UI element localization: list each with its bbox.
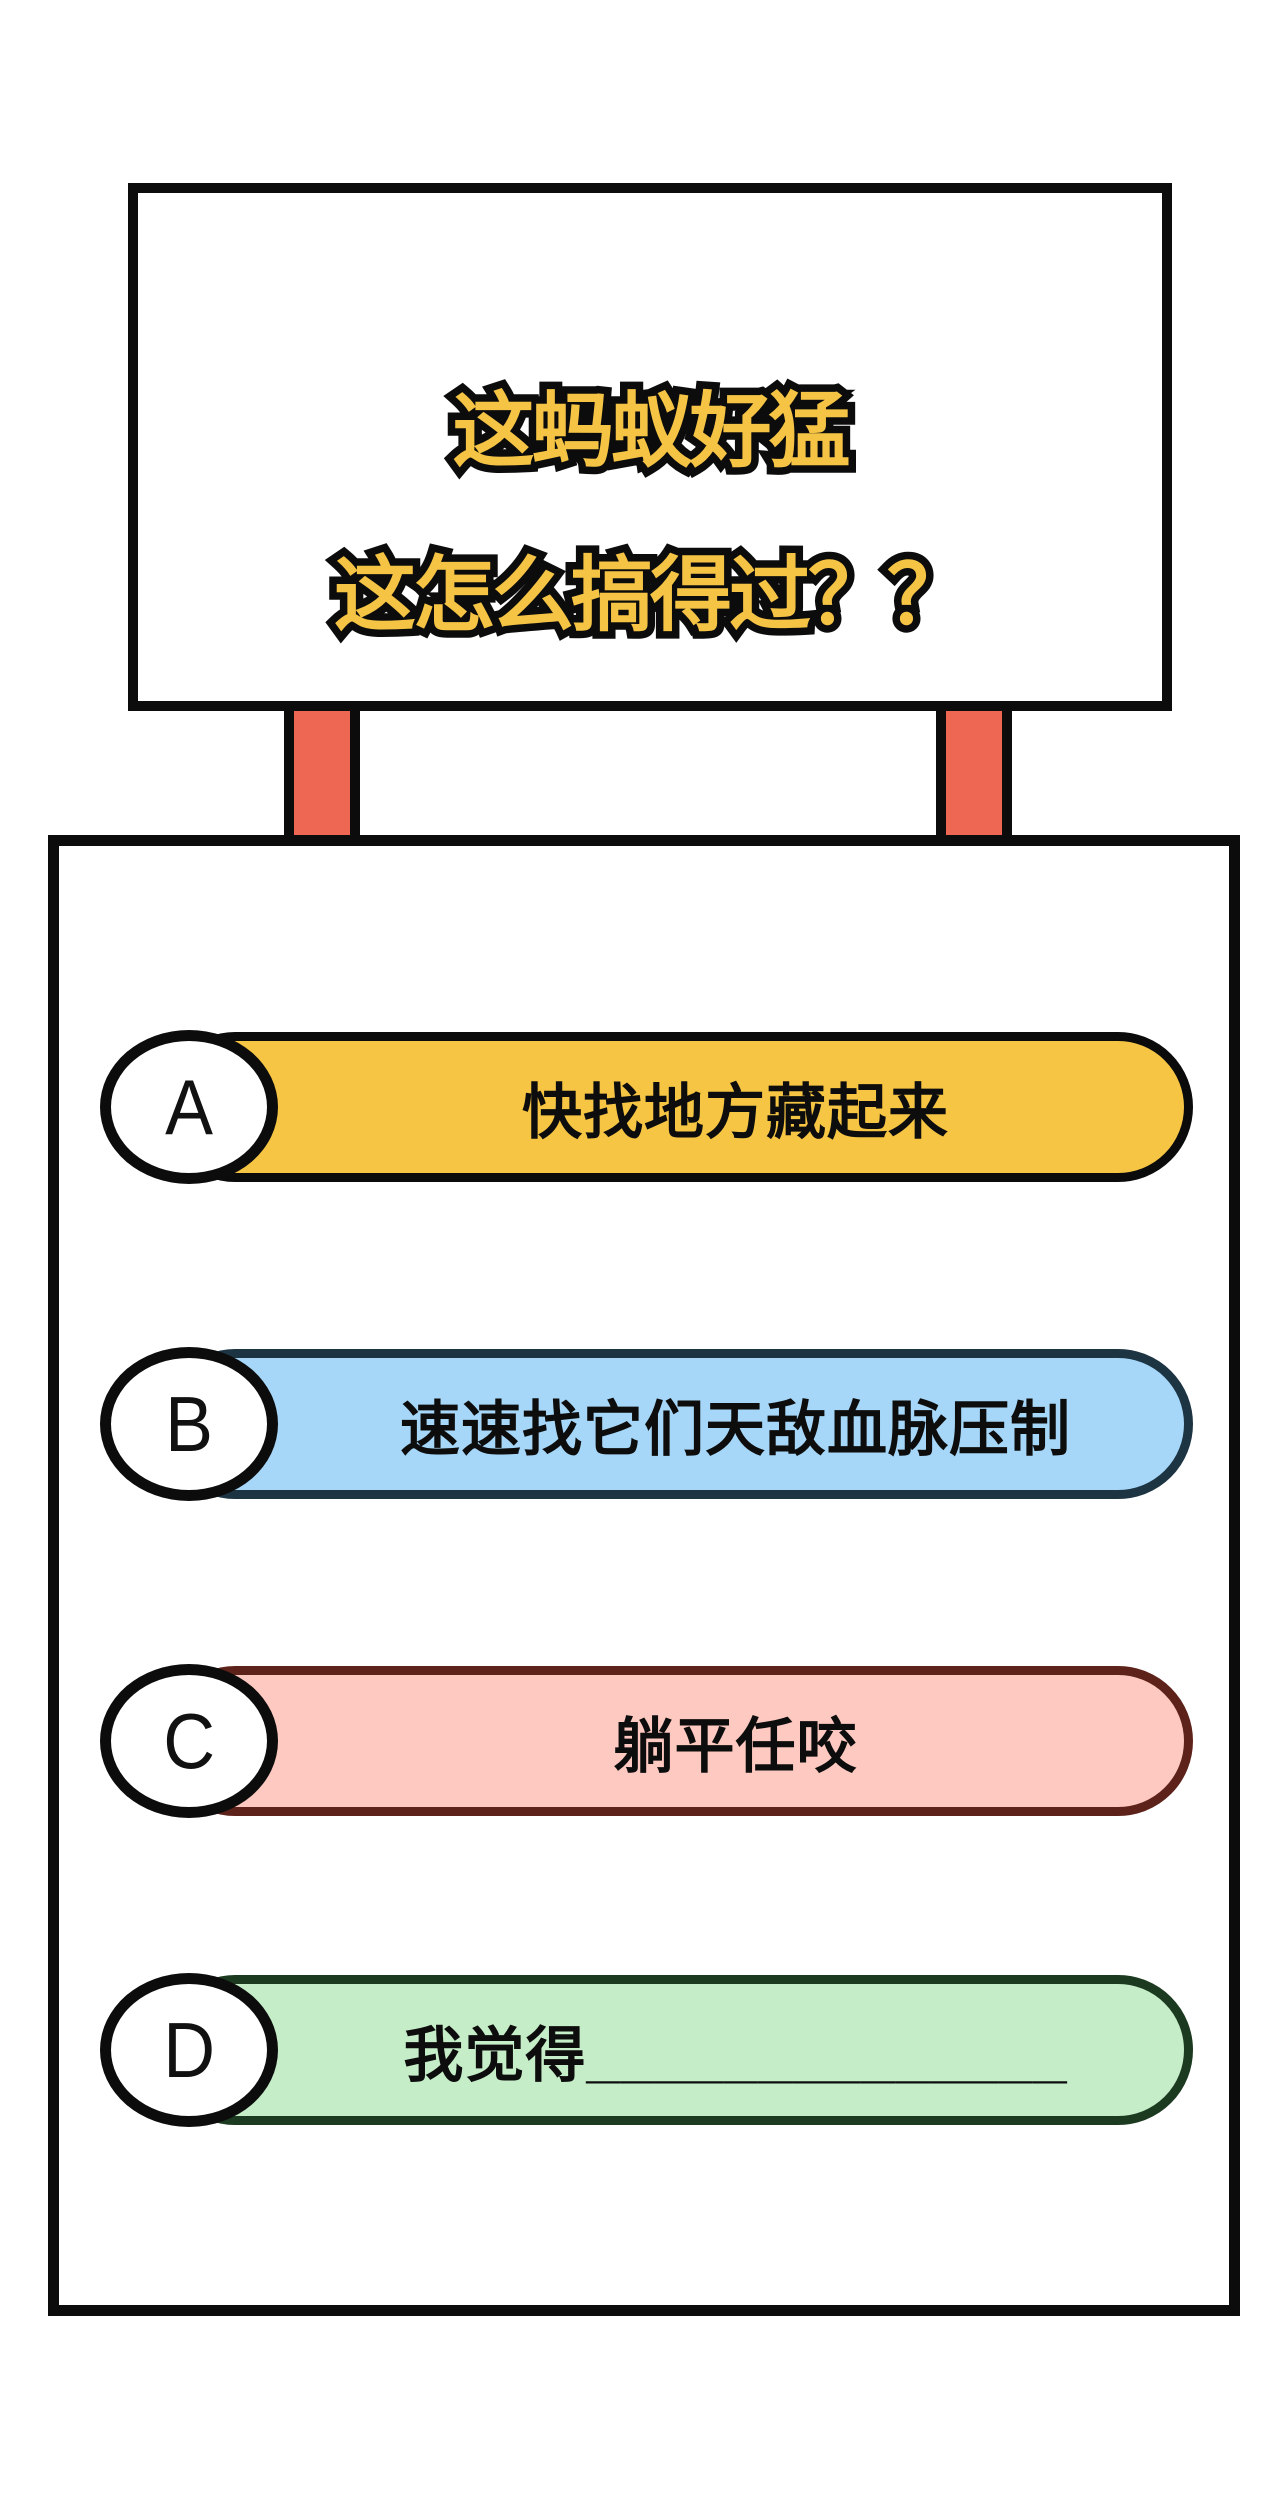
option-a[interactable]: 快找地方藏起来 A [0,1030,1280,1188]
question-title-fill: 这蚂蚁好猛 这怎么搞得过？？ [138,350,1162,678]
option-c-badge: C [100,1664,278,1818]
option-b-letter: B [165,1380,213,1468]
option-b-label: 速速找它们天敌血脉压制 [400,1395,1071,1463]
option-a-letter: A [165,1063,213,1151]
option-a-badge: A [100,1030,278,1184]
option-b-label-wrap: 速速找它们天敌血脉压制 [278,1349,1193,1499]
option-c-label-wrap: 躺平任咬 [278,1666,1193,1816]
question-title-outline: 这蚂蚁好猛 这怎么搞得过？？ [138,350,1162,678]
option-a-label: 快找地方藏起来 [522,1078,949,1146]
question-title-line1: 这蚂蚁好猛 [452,386,850,477]
option-c-pill[interactable] [160,1666,1193,1816]
option-b-badge: B [100,1347,278,1501]
question-title-line1-outline: 这蚂蚁好猛 [445,379,858,485]
option-a-pill[interactable] [160,1032,1193,1182]
option-c-letter: C [163,1697,215,1785]
sign-post-right [936,700,1012,846]
option-d-label: 我觉得______________ [403,2021,1068,2089]
question-sign: 这蚂蚁好猛 这怎么搞得过？？ 这蚂蚁好猛 这怎么搞得过？？ [128,183,1172,711]
option-c[interactable]: 躺平任咬 C [0,1664,1280,1822]
option-b[interactable]: 速速找它们天敌血脉压制 B [0,1347,1280,1505]
option-a-label-wrap: 快找地方藏起来 [278,1032,1193,1182]
option-d-letter: D [163,2006,215,2094]
option-d-badge: D [100,1973,278,2127]
question-title: 这蚂蚁好猛 这怎么搞得过？？ 这蚂蚁好猛 这怎么搞得过？？ [138,350,1162,678]
question-title-line2: 这怎么搞得过？？ [333,550,969,641]
option-d-pill[interactable] [160,1975,1193,2125]
sign-post-left [284,700,360,846]
option-c-label: 躺平任咬 [613,1712,858,1780]
option-d-label-wrap: 我觉得______________ [278,1975,1193,2125]
option-d[interactable]: 我觉得______________ D [0,1973,1280,2131]
question-title-line2-outline: 这怎么搞得过？？ [326,543,976,649]
option-b-pill[interactable] [160,1349,1193,1499]
